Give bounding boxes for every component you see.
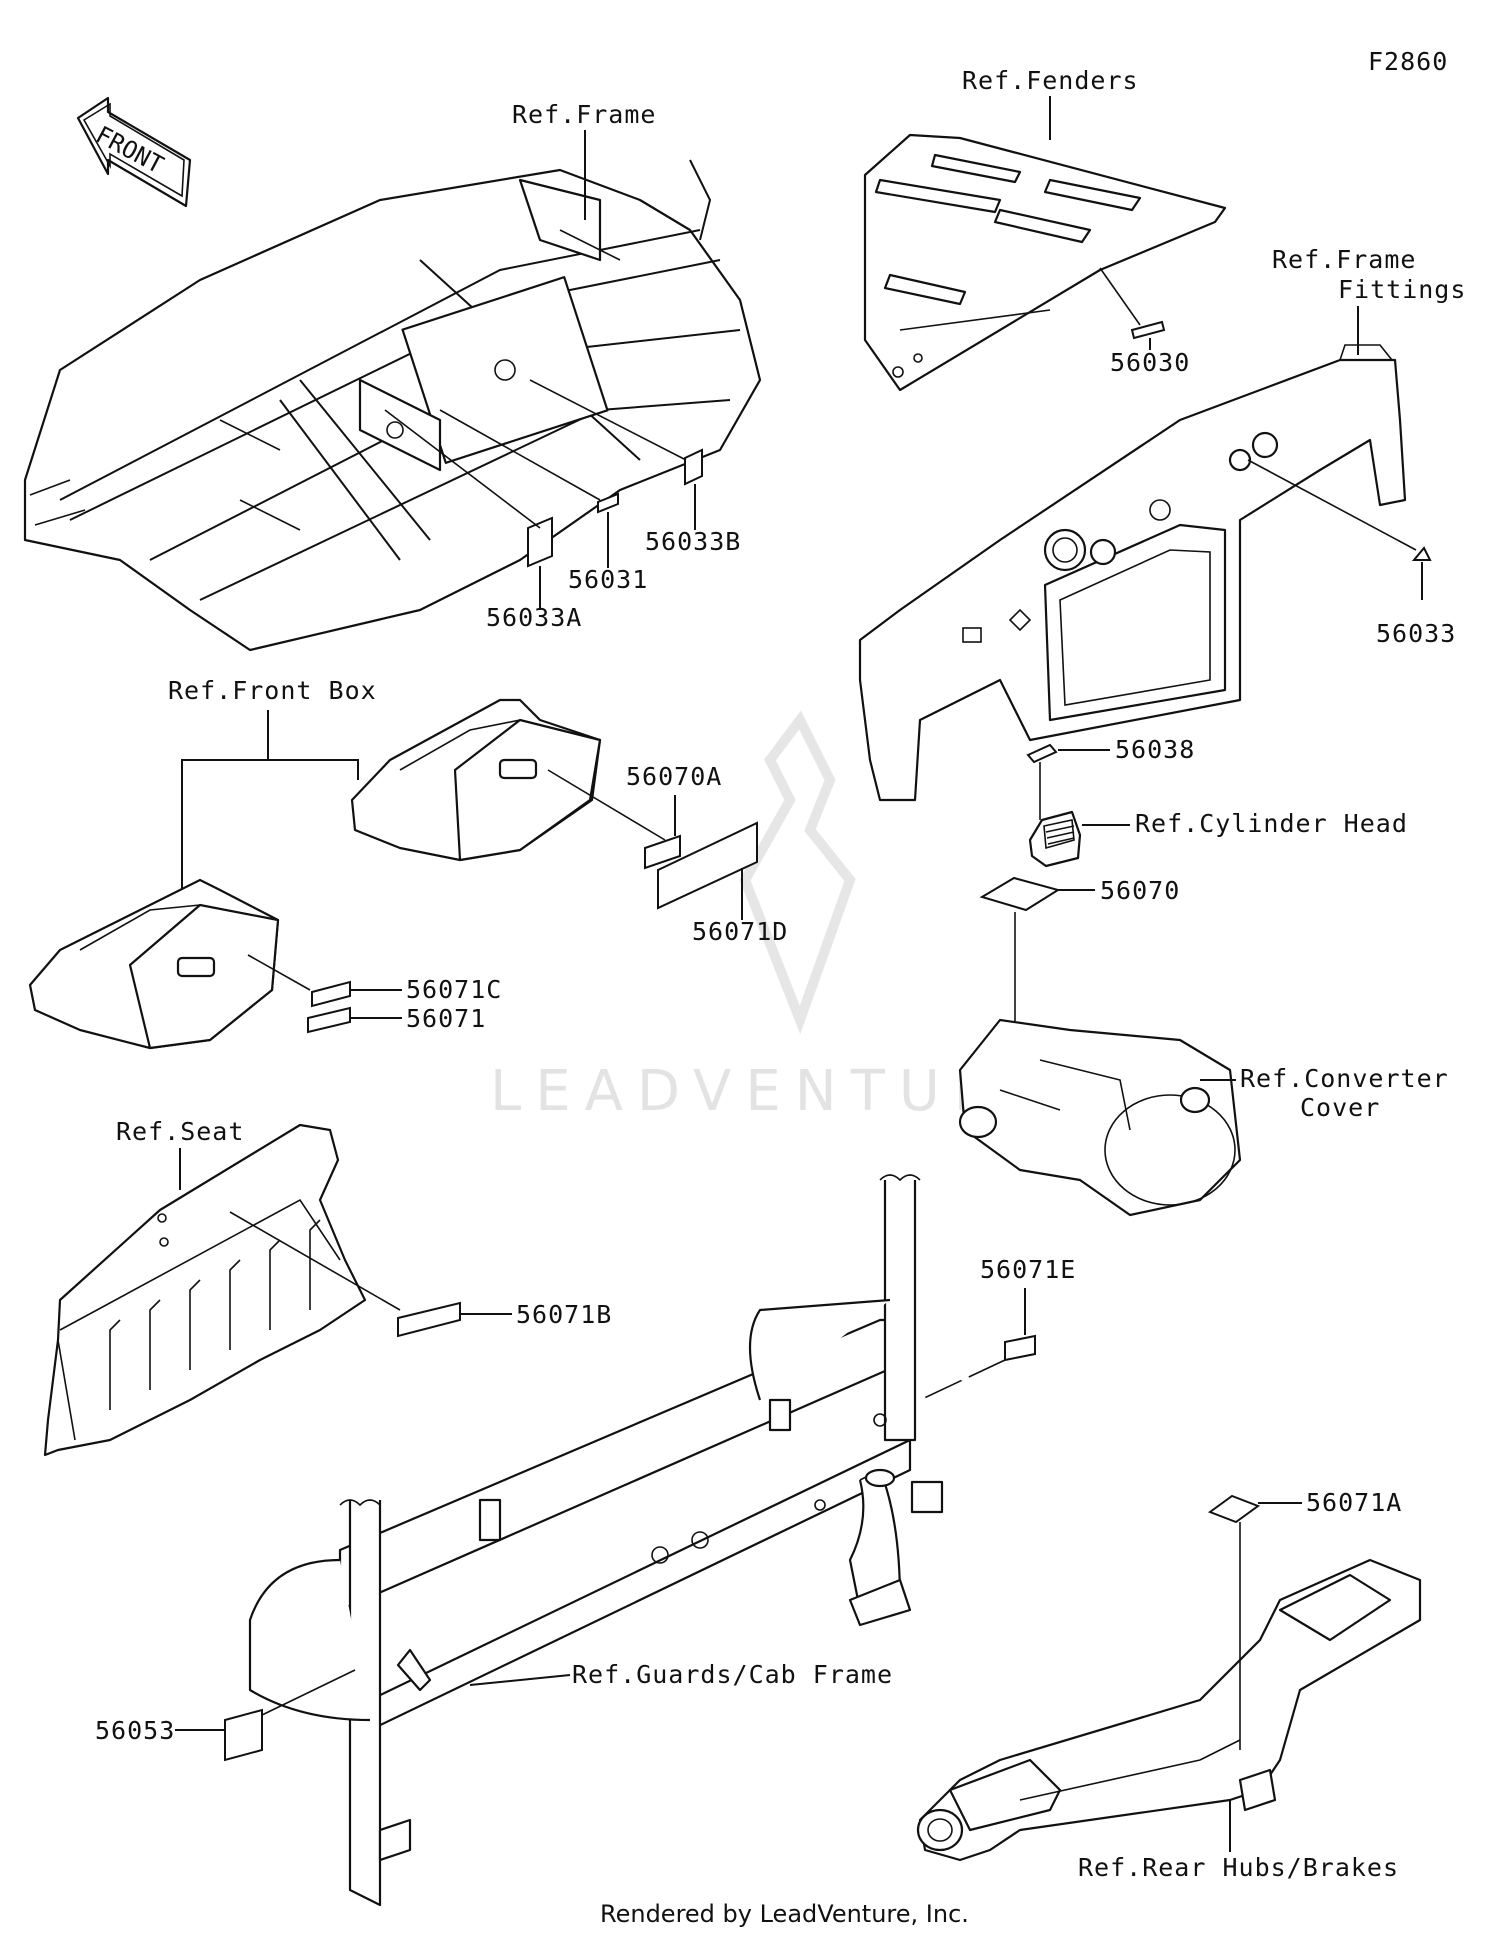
sticker-56071 <box>307 1006 351 1034</box>
label-ref-frame: Ref.Frame <box>512 100 656 129</box>
part-56053: 56053 <box>95 1716 175 1745</box>
sticker-56071D <box>657 821 758 910</box>
diagram-id: F2860 <box>1368 47 1448 76</box>
cab-frame-drawing <box>248 1174 944 1907</box>
sticker-56038 <box>1026 743 1058 764</box>
label-ref-guards-cab-frame: Ref.Guards/Cab Frame <box>572 1660 893 1689</box>
sticker-56071E <box>1004 1334 1036 1362</box>
part-56033B: 56033B <box>645 527 741 556</box>
part-56030: 56030 <box>1110 348 1190 377</box>
label-ref-cylinder-head: Ref.Cylinder Head <box>1135 809 1408 838</box>
part-56071A: 56071A <box>1306 1488 1402 1517</box>
part-56033: 56033 <box>1376 619 1456 648</box>
label-ref-frame-fittings-1: Ref.Frame <box>1272 245 1416 274</box>
front-box-leader <box>181 710 359 900</box>
part-56071: 56071 <box>406 1004 486 1033</box>
sticker-56070 <box>979 876 1061 912</box>
part-56070: 56070 <box>1100 876 1180 905</box>
frame-fittings-drawing <box>858 344 1407 802</box>
part-56070A: 56070A <box>626 762 722 791</box>
seat-drawing <box>43 1123 367 1457</box>
part-56071B: 56071B <box>516 1300 612 1329</box>
sticker-56033A <box>527 516 553 568</box>
sticker-56071A <box>1207 1494 1261 1524</box>
sticker-56030 <box>1130 320 1166 340</box>
footer-credit: Rendered by LeadVenture, Inc. <box>600 1900 969 1928</box>
front-box-upper-drawing <box>350 698 602 862</box>
label-ref-rear-hubs-brakes: Ref.Rear Hubs/Brakes <box>1078 1853 1399 1882</box>
label-ref-seat: Ref.Seat <box>116 1117 244 1146</box>
sticker-56033B <box>684 448 703 486</box>
sticker-56053 <box>224 1708 263 1762</box>
rear-hubs-drawing <box>916 1558 1422 1862</box>
front-arrow-icon: FRONT <box>76 96 192 208</box>
fenders-drawing <box>863 133 1227 392</box>
cylinder-head-drawing <box>1028 810 1082 868</box>
label-ref-fenders: Ref.Fenders <box>962 66 1139 95</box>
part-56071D: 56071D <box>692 917 788 946</box>
part-56071E: 56071E <box>980 1255 1076 1284</box>
sticker-56071C <box>311 980 351 1008</box>
label-ref-frame-fittings-2: Fittings <box>1338 275 1466 304</box>
part-56038: 56038 <box>1115 735 1195 764</box>
sticker-56031 <box>597 492 619 514</box>
sticker-56071B <box>397 1301 461 1338</box>
part-56033A: 56033A <box>486 603 582 632</box>
sticker-56033 <box>1411 546 1432 561</box>
sticker-56070A <box>644 834 681 870</box>
front-box-lower-drawing <box>28 878 280 1050</box>
frame-drawing <box>23 159 762 652</box>
watermark-logo-icon <box>739 710 856 1035</box>
part-56031: 56031 <box>568 565 648 594</box>
watermark-text: LEADVENTURE <box>490 1059 1056 1124</box>
watermark: LEADVENTURE <box>490 710 1056 1124</box>
label-ref-front-box: Ref.Front Box <box>168 676 377 705</box>
label-ref-converter-cover-2: Cover <box>1300 1093 1380 1122</box>
converter-cover-drawing <box>958 1018 1242 1217</box>
label-ref-converter-cover-1: Ref.Converter <box>1240 1064 1449 1093</box>
part-56071C: 56071C <box>406 975 502 1004</box>
